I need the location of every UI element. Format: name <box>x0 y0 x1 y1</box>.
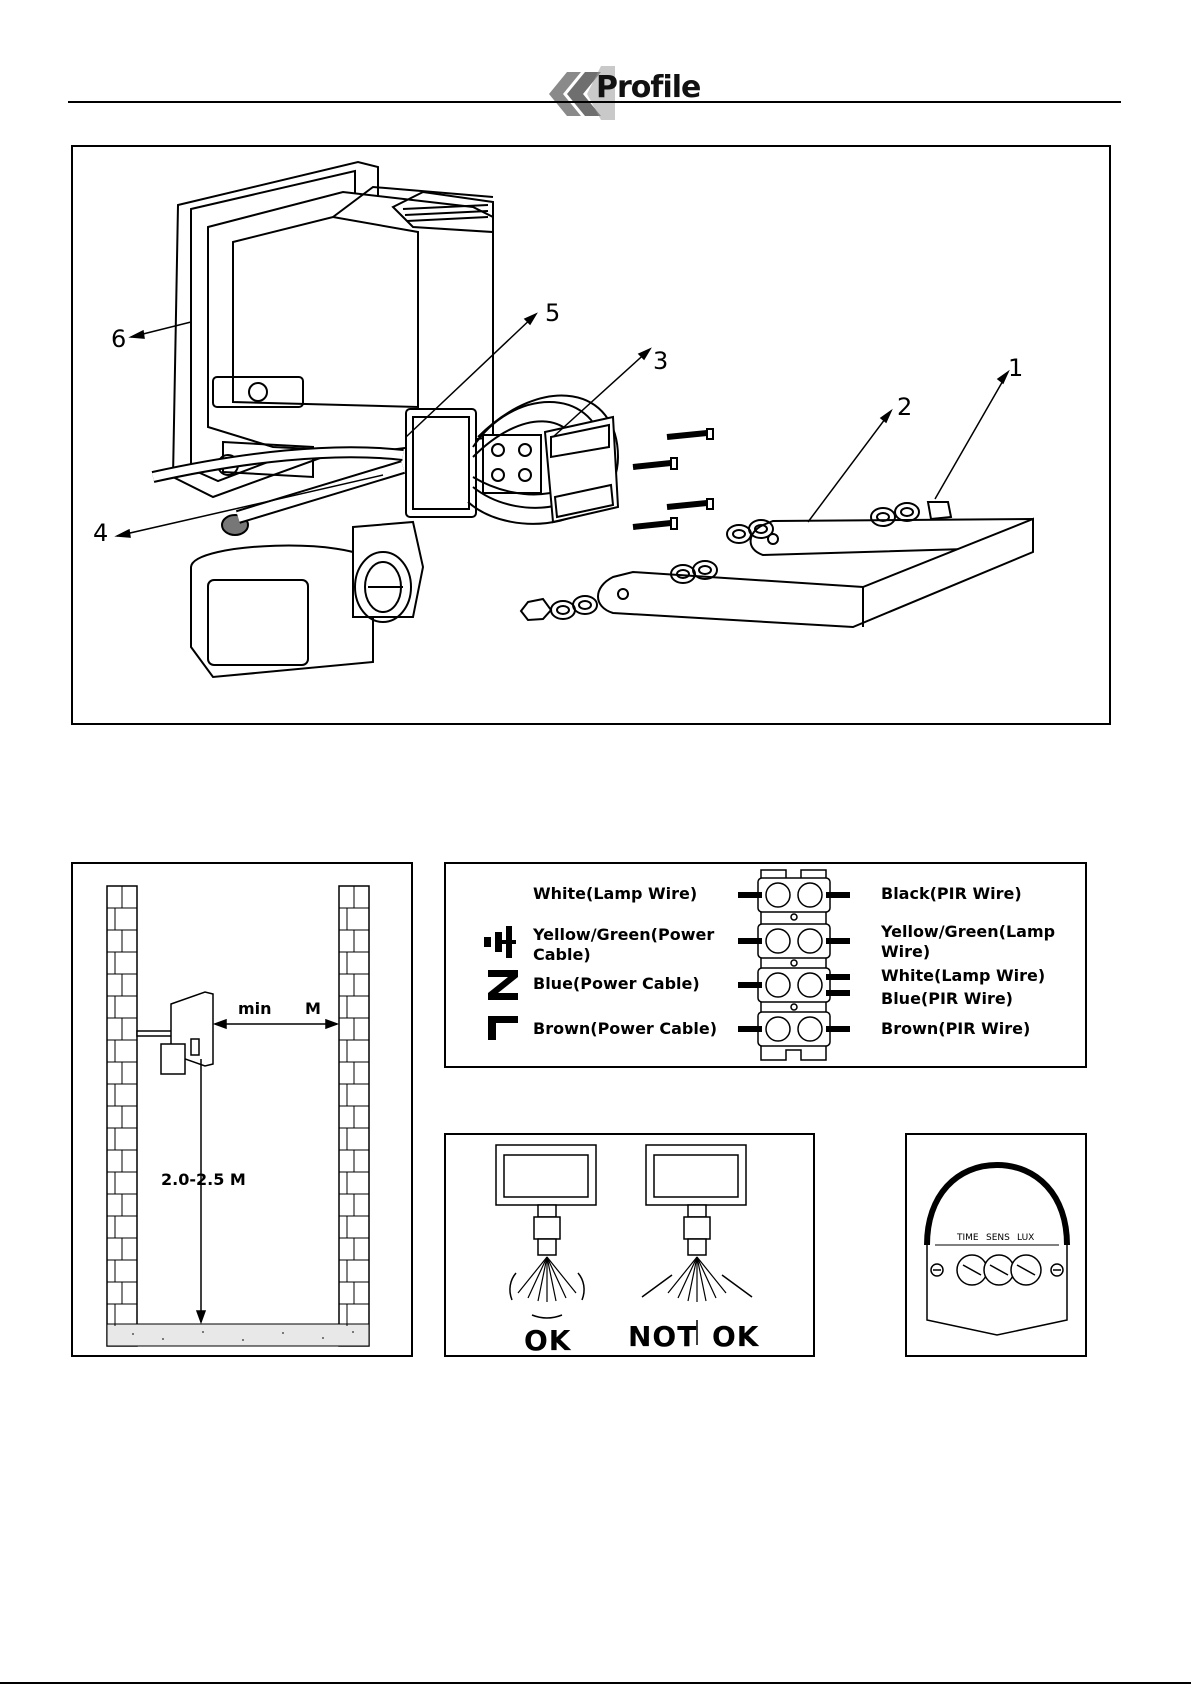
callout-6: 6 <box>111 325 126 353</box>
callout-3: 3 <box>653 347 668 375</box>
header-rule <box>68 101 1121 103</box>
brand-logo-text: Profile <box>596 70 700 105</box>
wiring-diagram-figure: White(Lamp Wire) Yellow/Green(Power Cabl… <box>444 862 1087 1068</box>
control-dials-figure: TIME SENS LUX <box>905 1133 1087 1357</box>
left-wire-label-1: White(Lamp Wire) <box>533 884 697 904</box>
wall-mounting-drawing <box>73 864 411 1355</box>
right-wire-label-4: Blue(PIR Wire) <box>881 989 1013 1009</box>
not-ok-label-left: NOT <box>628 1320 697 1353</box>
mounting-height-figure: min M 2.0-2.5 M <box>71 862 413 1357</box>
right-wire-label-3: White(Lamp Wire) <box>881 966 1045 986</box>
header: Profile <box>0 0 1191 120</box>
left-wire-label-4: Brown(Power Cable) <box>533 1019 717 1039</box>
right-wire-label-5: Brown(PIR Wire) <box>881 1019 1030 1039</box>
footer-rule <box>0 1682 1191 1684</box>
mounting-height-label: 2.0-2.5 M <box>161 1170 246 1189</box>
time-dial-label: TIME <box>957 1233 979 1243</box>
callout-2: 2 <box>897 393 912 421</box>
callout-5: 5 <box>545 299 560 327</box>
neutral-n-icon <box>488 970 518 1000</box>
earth-icon <box>484 926 520 958</box>
min-distance-label: min <box>238 999 272 1018</box>
live-l-icon <box>488 1016 518 1040</box>
left-wire-label-3: Blue(Power Cable) <box>533 974 700 994</box>
callout-4: 4 <box>93 519 108 547</box>
right-wire-label-1: Black(PIR Wire) <box>881 884 1022 904</box>
lux-dial-label: LUX <box>1017 1233 1034 1243</box>
sens-dial-label: SENS <box>986 1233 1010 1243</box>
m-unit-label: M <box>305 999 321 1018</box>
right-wire-label-2: Yellow/Green(Lamp Wire) <box>881 922 1071 962</box>
ok-label: OK <box>524 1324 572 1357</box>
sensor-orientation-figure: OK NOT OK <box>444 1133 815 1357</box>
exploded-view-figure: 1 2 3 4 5 6 <box>71 145 1111 725</box>
callout-1: 1 <box>1008 354 1023 382</box>
not-ok-label-right: OK <box>712 1320 760 1353</box>
exploded-view-drawing <box>73 147 1109 723</box>
left-wire-label-2: Yellow/Green(Power Cable) <box>533 925 733 965</box>
control-dials-drawing <box>907 1135 1085 1355</box>
